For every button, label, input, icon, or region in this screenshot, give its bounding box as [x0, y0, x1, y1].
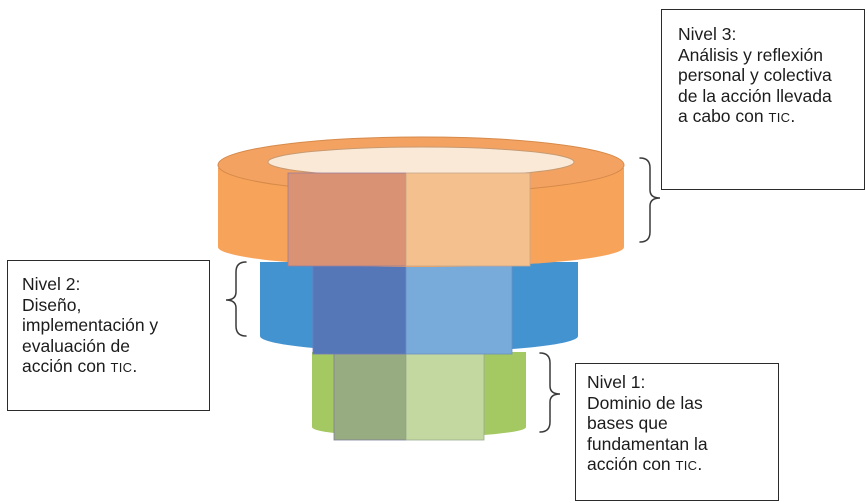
level-3-line: Nivel 3:	[678, 24, 737, 44]
middle-tier	[260, 261, 578, 355]
level-2-line: implementación y	[22, 315, 159, 335]
level-2-line: Diseño,	[22, 294, 82, 315]
level-1-last-line: acción con TIC.	[587, 454, 778, 477]
level-1-last-line-suffix: .	[697, 454, 703, 474]
level-1-line: fundamentan la	[587, 433, 708, 454]
level-1-line: Nivel 1:	[587, 372, 646, 392]
level-2-last-line: acción con TIC.	[22, 356, 209, 379]
level-3-line: personal y colectiva	[678, 65, 832, 85]
level-1-last-line-prefix: acción con	[587, 454, 676, 474]
level-3-acronym: TIC	[768, 110, 791, 125]
top-tier-panel-left	[287, 172, 407, 267]
middle-tier-panel-left	[312, 261, 407, 355]
bracket-level-1	[539, 352, 561, 433]
level-3-line: de la acción llevada	[678, 85, 832, 106]
level-2-last-line-suffix: .	[132, 356, 138, 376]
level-2-acronym: TIC	[110, 360, 133, 375]
middle-tier-panel-right	[405, 261, 513, 355]
level-1-acronym: TIC	[675, 458, 698, 473]
level-1-line: Dominio de las	[587, 392, 703, 413]
bracket-level-3	[639, 157, 661, 243]
level-2-line: evaluación de	[22, 335, 130, 356]
level-1-label-box: Nivel 1: Dominio de las bases que fundam…	[575, 363, 779, 501]
top-tier-panel-right	[405, 172, 531, 267]
bottom-tier-panel-left	[333, 351, 407, 441]
top-tier-hole	[267, 146, 575, 178]
bracket-level-2	[225, 261, 247, 337]
level-2-last-line-prefix: acción con	[22, 356, 111, 376]
bottom-tier	[312, 351, 526, 441]
level-3-line: Análisis y reflexión	[678, 44, 823, 65]
level-2-label-box: Nivel 2: Diseño, implementación y evalua…	[7, 260, 210, 411]
level-1-line: bases que	[587, 413, 668, 433]
level-2-line: Nivel 2:	[22, 274, 81, 294]
level-3-last-line: a cabo con TIC.	[678, 106, 864, 129]
level-3-label-box: Nivel 3: Análisis y reflexión personal y…	[661, 9, 865, 190]
bottom-tier-panel-right	[405, 351, 485, 441]
top-tier	[217, 136, 625, 267]
level-3-last-line-suffix: .	[790, 106, 796, 126]
level-3-last-line-prefix: a cabo con	[678, 106, 769, 126]
